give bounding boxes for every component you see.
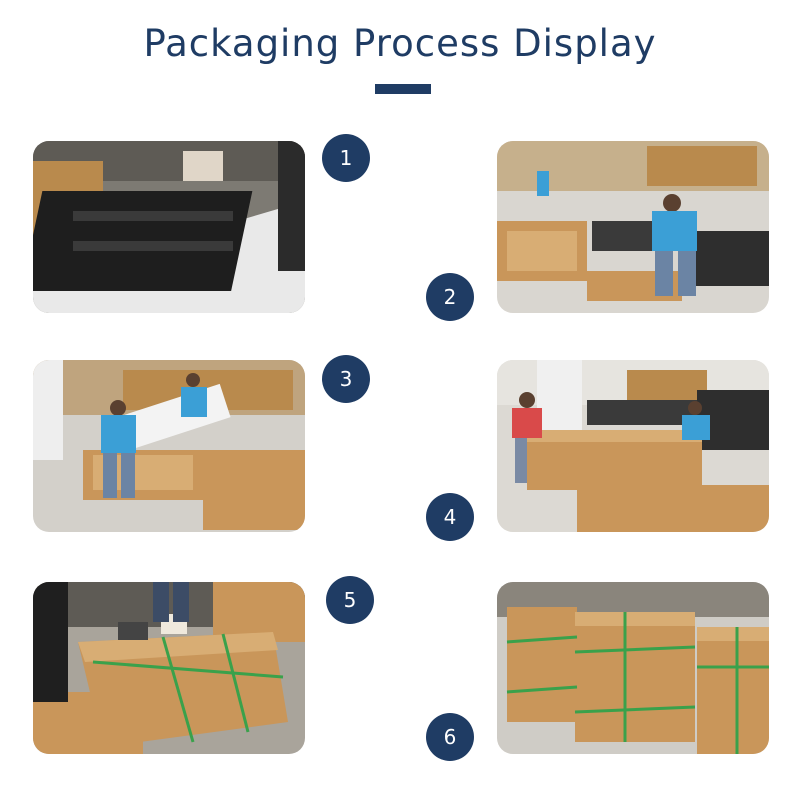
step-5-badge: 5 bbox=[326, 576, 374, 624]
title-underline bbox=[375, 84, 431, 94]
step-3-photo bbox=[33, 360, 305, 532]
step-4-photo bbox=[497, 360, 769, 532]
step-6-badge: 6 bbox=[426, 713, 474, 761]
step-6-photo bbox=[497, 582, 769, 754]
step-5-photo bbox=[33, 582, 305, 754]
step-3-badge: 3 bbox=[322, 355, 370, 403]
step-1-photo bbox=[33, 141, 305, 313]
step-2-photo bbox=[497, 141, 769, 313]
step-2-badge: 2 bbox=[426, 273, 474, 321]
step-1-badge: 1 bbox=[322, 134, 370, 182]
page-title: Packaging Process Display bbox=[143, 22, 657, 65]
step-4-badge: 4 bbox=[426, 493, 474, 541]
